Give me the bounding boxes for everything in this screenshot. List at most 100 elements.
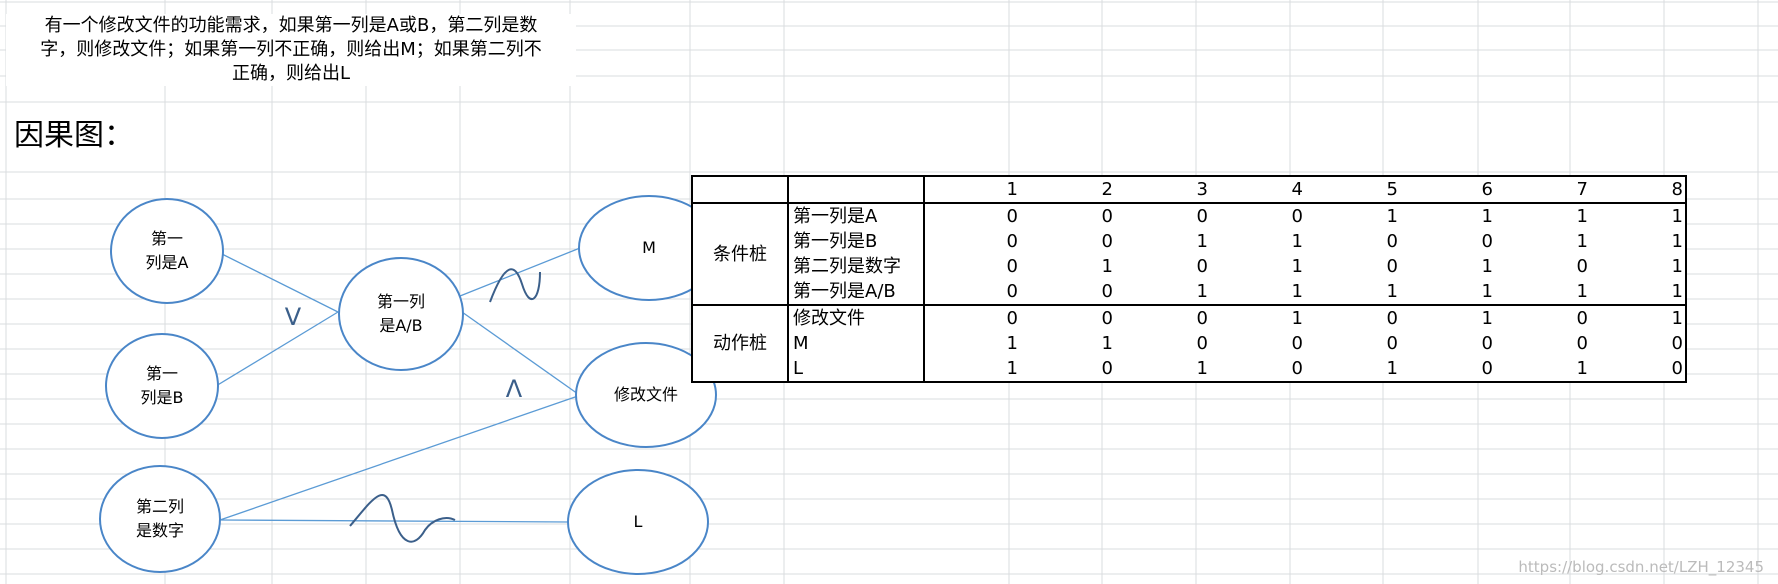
not-squiggle-l: [349, 494, 456, 543]
intermediate-node-column1-is-a-or-b: 第一列 是A/B: [376, 292, 425, 335]
cell-value: 1: [1481, 206, 1493, 227]
table-row: 条件桩第一列是A 0 0 0 0 1 1 1 1: [692, 203, 1686, 305]
cell-value: 1: [1101, 333, 1113, 354]
cause-ellipse-a: [110, 198, 224, 304]
problem-statement: 有一个修改文件的功能需求，如果第一列是A或B，第二列是数 字，则修改文件；如果第…: [6, 14, 576, 86]
cell-value: 1: [1291, 231, 1303, 252]
effect-node-l: L: [633, 512, 643, 531]
condition-label: 第一列是A/B: [788, 279, 925, 305]
cell-value: 0: [1481, 333, 1493, 354]
cell-value: 1: [1196, 358, 1208, 379]
condition-stub-group: 条件桩: [692, 203, 789, 305]
cell-value: 0: [1006, 206, 1018, 227]
cell-value: 1: [1590, 304, 1686, 331]
cell-value: 1: [1576, 281, 1588, 302]
problem-line-3: 正确，则给出L: [231, 63, 351, 84]
diagram-title: 因果图：: [10, 118, 138, 154]
cell-value: 0: [1006, 256, 1018, 277]
column-header-7: 7: [1495, 176, 1590, 204]
column-header-4: 4: [1210, 176, 1305, 204]
link-number-to-modify: [219, 395, 579, 521]
cell-value: 1: [1006, 333, 1018, 354]
cell-value: 1: [1196, 281, 1208, 302]
table-row: 第一列是A/B 0 0 1 1 1 1 1 1: [692, 279, 1686, 305]
cell-value: 1: [1101, 256, 1113, 277]
cell-value: 1: [1576, 231, 1588, 252]
table-row: 第二列是数字 0 1 0 1 0 1 0 1: [692, 254, 1686, 279]
action-label: M: [788, 331, 925, 356]
cell-value: 1: [1386, 281, 1398, 302]
effect-ellipse-l: [567, 469, 709, 575]
cell-value: 1: [1291, 281, 1303, 302]
problem-line-2: 字，则修改文件；如果第一列不正确，则给出M；如果第二列不: [40, 39, 542, 60]
cell-value: 0: [1386, 231, 1398, 252]
problem-line-1: 有一个修改文件的功能需求，如果第一列是A或B，第二列是数: [44, 15, 538, 36]
action-label: L: [788, 356, 925, 382]
column-header-8: 8: [1590, 176, 1686, 204]
cell-value: 0: [1386, 256, 1398, 277]
not-squiggle-m: [489, 268, 541, 303]
condition-label: 第一列是A: [788, 203, 925, 229]
cell-value: 1: [1671, 256, 1683, 277]
column-header-3: 3: [1115, 176, 1210, 204]
or-symbol: V: [284, 303, 302, 331]
cell-value: 1: [1400, 304, 1495, 331]
header-label-cell: [788, 176, 925, 204]
cell-value: 0: [1020, 304, 1115, 331]
cause-ellipse-b: [105, 333, 219, 439]
cell-value: 0: [1196, 333, 1208, 354]
cell-value: 1: [1481, 256, 1493, 277]
cause-node-column2-is-number: 第二列 是数字: [135, 497, 184, 540]
cell-value: 0: [1291, 333, 1303, 354]
cell-value: 1: [1576, 358, 1588, 379]
cell-value: 0: [1481, 358, 1493, 379]
table-row: M 1 1 0 0 0 0 0 0: [692, 331, 1686, 356]
link-b-to-mid: [215, 311, 339, 387]
link-a-to-mid: [221, 253, 339, 313]
cell-value: 0: [1305, 304, 1400, 331]
cell-value: 0: [1671, 333, 1683, 354]
cell-value: 1: [1196, 231, 1208, 252]
cell-value: 1: [1210, 304, 1305, 331]
effect-node-modify-file: 修改文件: [613, 385, 678, 404]
cell-value: 0: [1006, 281, 1018, 302]
cell-value: 1: [1481, 281, 1493, 302]
effect-ellipse-modify: [575, 342, 717, 448]
cell-value: 0: [1006, 231, 1018, 252]
cell-value: 0: [1386, 333, 1398, 354]
cell-value: 1: [1006, 358, 1018, 379]
cell-value: 1: [1671, 206, 1683, 227]
column-header-2: 2: [1020, 176, 1115, 204]
condition-label: 第一列是B: [788, 229, 925, 254]
cell-value: 0: [924, 304, 1020, 331]
cause-ellipse-number: [99, 465, 221, 573]
cell-value: 1: [1386, 206, 1398, 227]
effect-node-m: M: [642, 238, 656, 257]
cell-value: 0: [1671, 358, 1683, 379]
cell-value: 0: [1101, 281, 1113, 302]
cell-value: 0: [1196, 206, 1208, 227]
cell-value: 0: [1101, 206, 1113, 227]
column-header-6: 6: [1400, 176, 1495, 204]
cell-value: 0: [1576, 333, 1588, 354]
cell-value: 1: [1291, 256, 1303, 277]
condition-label: 第二列是数字: [788, 254, 925, 279]
cell-value: 0: [1196, 256, 1208, 277]
cell-value: 0: [1291, 206, 1303, 227]
cell-value: 0: [1576, 256, 1588, 277]
cell-value: 1: [1671, 281, 1683, 302]
cell-value: 0: [1481, 231, 1493, 252]
link-mid-to-modify: [461, 311, 579, 395]
column-header-5: 5: [1305, 176, 1400, 204]
cell-value: 1: [1576, 206, 1588, 227]
column-header-1: 1: [924, 176, 1020, 204]
cause-node-column1-is-b: 第一 列是B: [140, 364, 184, 407]
cause-node-column1-is-a: 第一 列是A: [145, 229, 189, 272]
link-mid-to-m: [459, 247, 581, 297]
cell-value: 0: [1115, 304, 1210, 331]
intermediate-ellipse: [338, 257, 464, 371]
header-group-cell: [692, 176, 789, 204]
